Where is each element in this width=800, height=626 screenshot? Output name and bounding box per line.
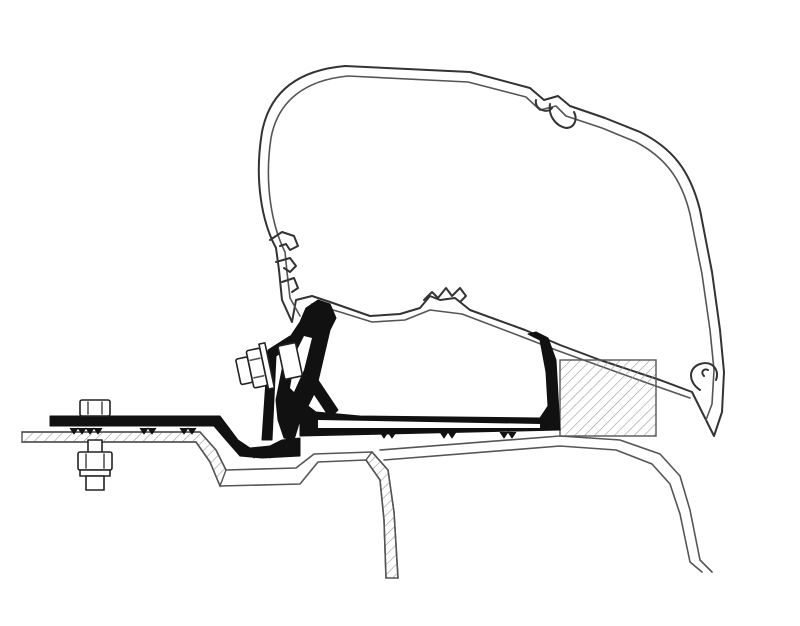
adapter-profile-icon xyxy=(49,299,561,459)
awning-center-rib xyxy=(423,287,467,303)
clamp-bolt-washer xyxy=(258,342,276,390)
left-bolt-washer xyxy=(79,469,111,477)
clamp-bolt xyxy=(235,342,303,390)
clamp-bolt-head xyxy=(277,342,303,380)
left-bolt-tail xyxy=(85,475,105,491)
left-bolt-nut xyxy=(77,451,113,471)
awning-top-clip xyxy=(534,99,577,129)
awning-rear-hook-low xyxy=(281,277,299,293)
adapter-foot-teeth xyxy=(69,427,275,459)
left-mount-bolt xyxy=(77,399,113,491)
awning-rear-hook-mid xyxy=(275,257,297,273)
awning-front-roll xyxy=(690,362,718,391)
awning-rear-hook-top xyxy=(269,231,299,251)
left-bolt-head xyxy=(79,399,111,417)
adapter-diagonal-strut xyxy=(305,379,339,419)
adapter-base-plate xyxy=(49,415,301,459)
roof-hatch-left xyxy=(21,431,227,488)
spacer-block xyxy=(559,359,657,437)
awning-cassette-outer xyxy=(257,65,725,437)
adapter-rail-teeth xyxy=(379,431,517,439)
body-inner-line xyxy=(383,445,703,573)
vehicle-roof-icon xyxy=(21,431,713,579)
awning-cassette-inner xyxy=(267,75,715,421)
adapter-rail-hollow xyxy=(318,420,540,428)
roof-hatch-right xyxy=(365,450,399,579)
adapter-vertical-hook xyxy=(275,299,337,441)
roof-inner-line xyxy=(21,441,387,579)
bolt-icon xyxy=(77,342,303,491)
